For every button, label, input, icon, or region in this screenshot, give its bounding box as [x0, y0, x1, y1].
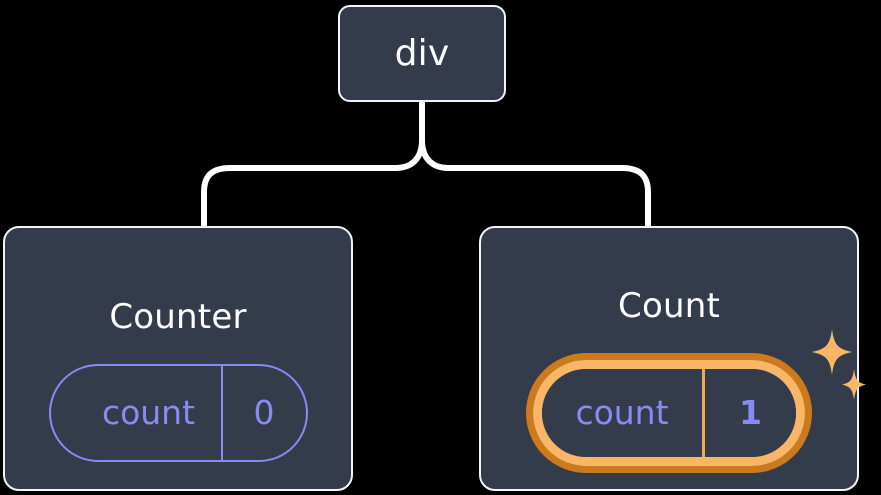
- div-node-label: div: [394, 32, 450, 74]
- count-node[interactable]: Count count 1: [479, 226, 866, 491]
- counter-state-value: 0: [220, 365, 306, 460]
- div-node[interactable]: div: [338, 5, 506, 102]
- count-state-key: count: [542, 368, 702, 457]
- count-state-value: 1: [702, 368, 796, 457]
- sparkle-large-icon: [812, 328, 852, 375]
- sparkles-icon: [812, 328, 866, 400]
- count-state-pill-highlight-ring: count 1: [526, 352, 812, 473]
- count-state-pill-wrap: count 1: [526, 328, 866, 473]
- connector-to-counter: [201, 137, 425, 229]
- count-node-title: Count: [618, 285, 720, 326]
- counter-node-title: Counter: [109, 296, 247, 337]
- counter-node[interactable]: Counter count 0: [3, 226, 353, 491]
- counter-state-key: count: [101, 393, 196, 432]
- counter-state-pill-wrap: count 0: [48, 363, 308, 462]
- connector-to-count: [419, 137, 651, 229]
- sparkle-small-icon: [842, 368, 866, 400]
- counter-state-pill[interactable]: count 0: [48, 363, 308, 462]
- count-state-pill[interactable]: count 1: [533, 359, 805, 466]
